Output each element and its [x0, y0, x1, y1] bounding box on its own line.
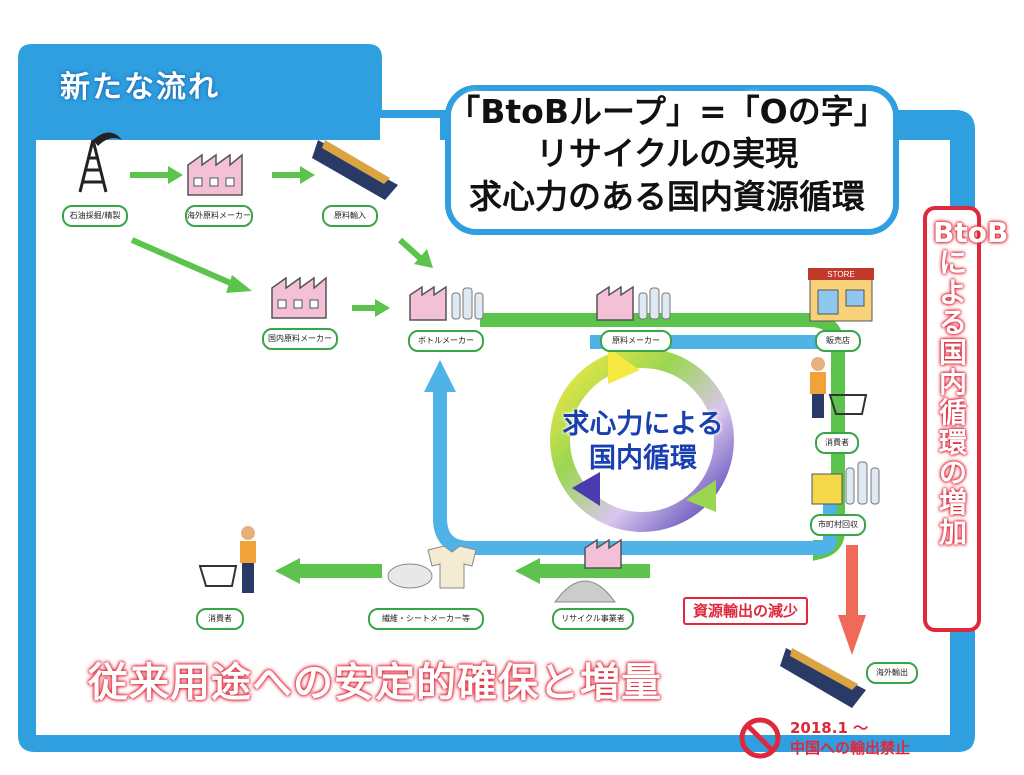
node-import: 原料輸入 [322, 205, 378, 227]
node-material-maker: 原料メーカー [600, 330, 672, 352]
prohibition-icon [739, 717, 781, 759]
node-recycler: リサイクル事業者 [552, 608, 634, 630]
factory-icon-material [596, 285, 671, 321]
arrow-oil-to-overseas [130, 166, 183, 184]
headline-backdrop [445, 85, 899, 235]
blue-loop-arrowhead [424, 360, 456, 392]
export-arrow [838, 545, 866, 655]
store-icon: STORE [808, 268, 874, 322]
recycling-bin-icon [811, 461, 880, 505]
section-title: 新たな流れ [60, 70, 220, 105]
arrow-overseas-to-import [272, 166, 315, 184]
headline-line-1: 「BtoBループ」=「Oの字」 [447, 92, 887, 131]
ban-description: 中国への輸出禁止 [790, 739, 911, 757]
center-cycle-label-line-2: 国内循環 [589, 443, 697, 474]
node-collection: 市町村回収 [810, 514, 866, 536]
node-consumer-left: 消費者 [196, 608, 244, 630]
arrow-fiber-to-consumer [275, 558, 382, 584]
arrow-oil-to-domestic [130, 237, 252, 293]
arrow-domestic-to-bottle [352, 299, 390, 317]
bottom-banner-text: 従来用途への安定的確保と増量 [88, 660, 662, 706]
factory-icon-bottle [409, 285, 484, 321]
factory-icon-domestic [271, 276, 327, 319]
headline-line-2: リサイクルの実現 [535, 134, 799, 173]
node-consumer-right: 消費者 [815, 432, 859, 454]
node-domestic-maker: 国内原料メーカー [262, 328, 338, 350]
center-cycle-label-line-1: 求心力による [562, 409, 724, 440]
arrow-recycler-to-fiber [515, 558, 650, 584]
arrow-import-to-bottle [397, 237, 433, 268]
ship-icon-import [312, 140, 398, 200]
store-sign-text: STORE [827, 270, 854, 279]
side-label-box [923, 206, 981, 632]
node-overseas-maker: 海外原料メーカー [185, 205, 253, 227]
ban-date: 2018.1 ～ [790, 719, 869, 737]
factory-icon-recycler [554, 538, 622, 603]
headline-line-3: 求心力のある国内資源循環 [469, 177, 865, 216]
export-decrease-label: 資源輸出の減少 [683, 597, 809, 625]
center-cycle-label: 求心力による 国内循環 [538, 408, 748, 476]
ship-icon-export [780, 648, 866, 708]
node-overseas-export: 海外輸出 [866, 662, 918, 684]
cycle-icon [550, 348, 734, 532]
oil-derrick-icon [78, 132, 122, 193]
node-bottle-maker: ボトルメーカー [408, 330, 484, 352]
shopper-icon-left [198, 526, 256, 593]
node-retail: 販売店 [815, 330, 861, 352]
side-vertical-label: BtoBによる国内循環の増加 [933, 216, 1009, 549]
shopper-icon-right [810, 357, 868, 418]
textile-products-icon [387, 545, 477, 589]
node-oil: 石油採掘/精製 [62, 205, 128, 227]
factory-icon-overseas [187, 153, 243, 196]
node-fiber-sheet: 繊維・シートメーカー等 [368, 608, 484, 630]
